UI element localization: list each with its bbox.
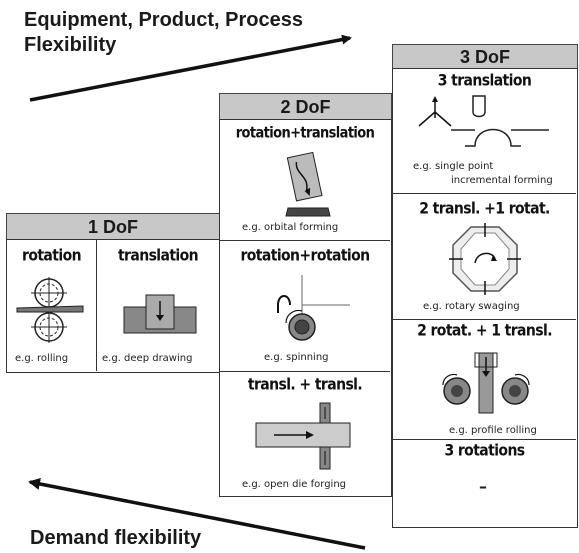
cell-title: translation <box>117 246 199 266</box>
cell-transl-transl: transl. + transl. e.g. open die forging <box>220 371 390 496</box>
cell-title: transl. + transl. <box>247 375 363 395</box>
header-2-dof: 2 DoF <box>219 93 392 120</box>
panel-2-dof: rotation+translation e.g. orbital formin… <box>219 119 392 497</box>
cell-example: e.g. orbital forming <box>242 222 339 233</box>
cell-example-line-1: e.g. single point <box>413 161 494 172</box>
cell-2rotat-1transl: 2 rotat. + 1 transl. e.g. profile rollin… <box>393 319 576 439</box>
cell-example: e.g. rotary swaging <box>423 301 520 312</box>
headline-line-1: Equipment, Product, Process <box>24 9 303 31</box>
cell-rotation-translation: rotation+translation e.g. orbital formin… <box>220 120 390 240</box>
deep-drawing-icon <box>123 294 197 334</box>
rotary-swaging-icon <box>449 223 521 295</box>
cell-example-dash: – <box>479 477 487 496</box>
cell-title: 3 rotations <box>444 441 525 461</box>
cell-translation: translation e.g. deep drawing <box>96 240 220 371</box>
flexibility-headline: Equipment, Product, Process Flexibility <box>24 8 303 58</box>
cell-example: e.g. spinning <box>264 352 329 363</box>
cell-example: e.g. open die forging <box>242 479 347 490</box>
rolling-icon <box>16 277 84 343</box>
profile-rolling-icon <box>442 352 530 414</box>
cell-title: 2 transl. +1 rotat. <box>419 199 550 219</box>
demand-flexibility-label: Demand flexibility <box>30 527 202 549</box>
panel-1-dof: rotation e.g. rolling translation e.g. d… <box>6 239 220 373</box>
open-die-forging-icon <box>255 402 351 470</box>
cell-example-line-2: incremental forming <box>451 175 553 186</box>
cell-title: 3 translation <box>437 71 532 91</box>
cell-title: rotation+rotation <box>240 246 370 266</box>
header-1-dof: 1 DoF <box>6 213 220 240</box>
cell-2transl-1rotat: 2 transl. +1 rotat. e.g. rotary swaging <box>393 193 576 319</box>
cell-title: rotation <box>22 246 82 266</box>
cell-rotation: rotation e.g. rolling <box>7 240 96 371</box>
cell-rotation-rotation: rotation+rotation e.g. spinning <box>220 240 390 371</box>
cell-3-translation: 3 translation e.g. single point incremen… <box>393 69 576 193</box>
panel-3-dof: 3 translation e.g. single point incremen… <box>392 68 578 528</box>
orbital-forming-icon <box>285 151 331 217</box>
cell-3-rotations: 3 rotations – <box>393 439 576 527</box>
spinning-icon <box>277 275 350 341</box>
header-3-dof: 3 DoF <box>392 44 578 69</box>
cell-example: e.g. rolling <box>15 353 69 364</box>
cell-title: 2 rotat. + 1 transl. <box>417 321 552 341</box>
cell-title: rotation+translation <box>235 124 375 143</box>
single-point-forming-icon <box>418 95 549 147</box>
cell-example: e.g. profile rolling <box>449 425 537 436</box>
cell-example: e.g. deep drawing <box>102 353 193 364</box>
headline-line-2: Flexibility <box>24 34 117 56</box>
